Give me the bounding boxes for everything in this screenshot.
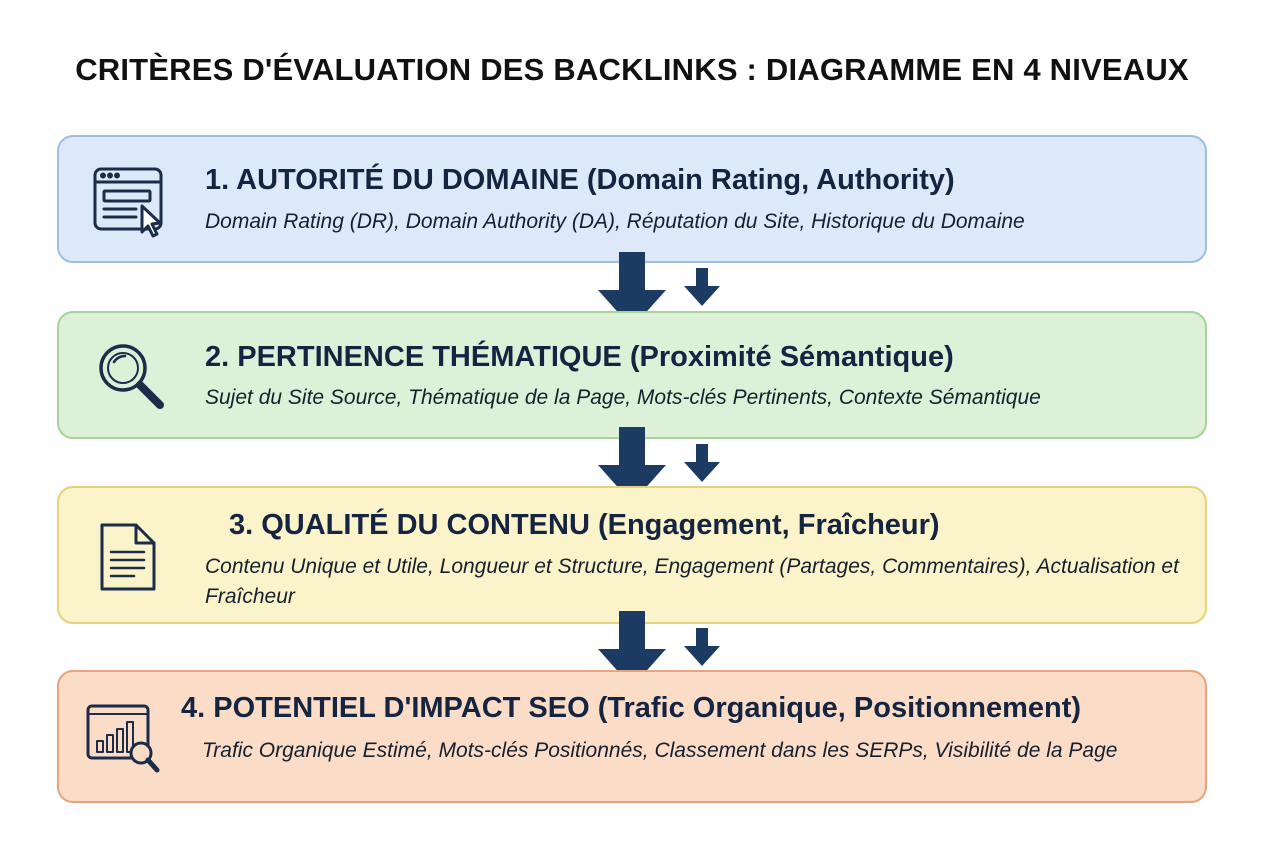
level-4-heading: 4. POTENTIEL D'IMPACT SEO (Trafic Organi… [181, 692, 1082, 724]
browser-cursor-icon [92, 166, 170, 238]
down-arrow-small-icon [684, 444, 720, 482]
down-arrow-large-icon [598, 611, 666, 687]
magnifier-icon [96, 341, 168, 413]
chart-magnifier-icon [85, 703, 163, 775]
diagram-title: CRITÈRES D'ÉVALUATION DES BACKLINKS : DI… [75, 52, 1189, 87]
level-2-box: 2. PERTINENCE THÉMATIQUE (Proximité Séma… [57, 311, 1207, 439]
level-1-box: 1. AUTORITÉ DU DOMAINE (Domain Rating, A… [57, 135, 1207, 263]
down-arrow-small-icon [684, 268, 720, 306]
level-3-description: Contenu Unique et Utile, Longueur et Str… [205, 555, 1179, 608]
level-1-heading: 1. AUTORITÉ DU DOMAINE (Domain Rating, A… [205, 164, 955, 196]
level-3-heading: 3. QUALITÉ DU CONTENU (Engagement, Fraîc… [229, 509, 940, 541]
level-4-description: Trafic Organique Estimé, Mots-clés Posit… [202, 739, 1118, 762]
level-1-description: Domain Rating (DR), Domain Authority (DA… [205, 210, 1025, 233]
down-arrow-large-icon [598, 427, 666, 503]
down-arrow-large-icon [598, 252, 666, 328]
down-arrow-small-icon [684, 628, 720, 666]
document-icon [98, 522, 158, 592]
level-3-box: 3. QUALITÉ DU CONTENU (Engagement, Fraîc… [57, 486, 1207, 624]
level-2-heading: 2. PERTINENCE THÉMATIQUE (Proximité Séma… [205, 341, 954, 373]
level-2-description: Sujet du Site Source, Thématique de la P… [205, 386, 1041, 409]
level-4-box: 4. POTENTIEL D'IMPACT SEO (Trafic Organi… [57, 670, 1207, 803]
